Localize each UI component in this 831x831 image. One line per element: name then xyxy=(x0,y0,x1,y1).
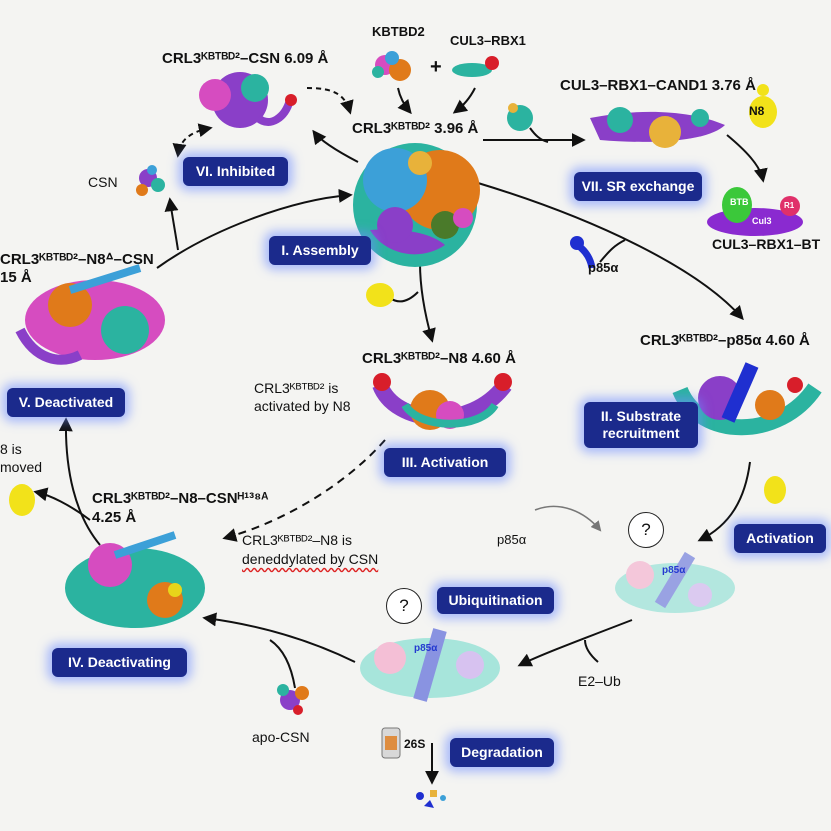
step-iii-activation: III. Activation xyxy=(384,448,506,477)
kbtbd2-structure xyxy=(372,51,411,81)
proteasome-structure xyxy=(381,727,401,759)
n8-removed-line2: moved xyxy=(0,459,43,475)
substrate-structure-title: CRL3ᴷᴮᵀᴮᴰ²–p85α 4.60 Å xyxy=(640,332,810,349)
arrow-assembly-to-activated xyxy=(419,262,436,343)
question-mark-substrate: ? xyxy=(628,512,664,548)
kbtbd2-label: KBTBD2 xyxy=(372,24,425,39)
cycle-arrows xyxy=(33,87,768,785)
n8-blob-activation-icon xyxy=(366,283,394,307)
arrow-e2-join xyxy=(584,639,599,663)
rbx1-tag: R1 xyxy=(784,201,795,210)
cul3-rbx1-structure xyxy=(452,56,499,77)
arrow-n8-release xyxy=(33,487,91,521)
deactivating-title-line2: 4.25 Å xyxy=(92,509,137,526)
cul3-rbx1-btb-cartoon xyxy=(707,187,803,236)
activated-note-line1: CRL3ᴷᴮᵀᴮᴰ² is xyxy=(254,380,339,396)
cul3-tag: Cul3 xyxy=(752,216,772,226)
arrow-kbtbd2-down xyxy=(397,87,412,115)
free-cul3-small xyxy=(507,103,533,131)
deneddylated-note-line1: CRL3ᴷᴮᵀᴮᴰ²–N8 is xyxy=(242,532,353,548)
cand1-complex xyxy=(590,107,725,148)
deactivated-title-line1: CRL3ᴷᴮᵀᴮᴰ²–N8ᐞ–CSN xyxy=(0,251,154,268)
arrow-dashed-activation xyxy=(222,439,386,542)
arrow-assembly-to-inhibited xyxy=(312,129,359,163)
e2-ub-label: E2–Ub xyxy=(578,673,621,689)
n8-blob-substrate-icon xyxy=(764,476,786,504)
csn-structure xyxy=(136,165,165,196)
p85a-tag-ub: p85α xyxy=(662,565,686,576)
degraded-peptides xyxy=(416,790,446,808)
arrow-cul3-down xyxy=(452,87,476,114)
p85a-free-structure xyxy=(570,236,596,269)
apo-csn-label: apo-CSN xyxy=(252,729,310,745)
arrow-ubiq-to-deactivating xyxy=(202,612,356,663)
arrow-n8-join xyxy=(389,291,419,303)
deactivated-title-line2: 15 Å xyxy=(0,269,32,286)
deactivating-complex xyxy=(65,531,205,628)
cul3-rbx1-label: CUL3–RBX1 xyxy=(450,33,526,48)
n8-removed-line1: 8 is xyxy=(0,441,22,457)
p85a-tag-ubiq: p85α xyxy=(414,643,438,654)
step-ii-line1: II. Substrate xyxy=(600,408,682,424)
arrow-deactivated-to-assembly xyxy=(156,188,353,269)
proteasome-label: 26S xyxy=(404,737,426,751)
step-vi-inhibited: VI. Inhibited xyxy=(183,157,288,186)
step-iv-deactivating: IV. Deactivating xyxy=(52,648,187,677)
arrow-substrate-to-ub xyxy=(697,461,751,542)
arrow-assembly-to-substrate xyxy=(477,182,744,321)
arrow-cand1-to-btb xyxy=(726,134,768,183)
inhibited-complex xyxy=(199,72,297,128)
arrow-deactivated-to-inhibited xyxy=(164,197,179,251)
ub-complex xyxy=(615,551,735,613)
question-mark-ubiquitination: ? xyxy=(386,588,422,624)
step-degradation: Degradation xyxy=(450,738,554,767)
deactivated-complex xyxy=(15,264,165,365)
activated-note-line2: activated by N8 xyxy=(254,398,351,414)
arrow-dashed-csn xyxy=(172,123,213,158)
activated-complex xyxy=(372,373,512,430)
plus-sign: + xyxy=(430,56,442,78)
btb-tag: BTB xyxy=(730,197,749,207)
arrow-csn-join xyxy=(269,639,296,689)
step-ubiquitination: Ubiquitination xyxy=(437,587,554,614)
assembly-structure-title: CRL3ᴷᴮᵀᴮᴰ² 3.96 Å xyxy=(352,120,479,137)
step-i-assembly: I. Assembly xyxy=(269,236,371,265)
step-vii-sr-exchange: VII. SR exchange xyxy=(574,172,702,201)
arrow-free-cul3 xyxy=(529,127,549,143)
inhibited-structure-title: CRL3ᴷᴮᵀᴮᴰ²–CSN 6.09 Å xyxy=(162,50,329,67)
apo-csn-structure xyxy=(277,684,309,715)
arrow-gray-p85a xyxy=(534,505,602,532)
arrow-dashed-top xyxy=(306,87,354,115)
cul3-rbx1-btb-label: CUL3–RBX1–BT xyxy=(712,236,821,252)
arrow-ub-to-ubiq xyxy=(517,619,633,667)
substrate-complex xyxy=(672,362,822,436)
step-ii-line2: recruitment xyxy=(602,425,680,441)
csn-label: CSN xyxy=(88,174,118,190)
deneddylated-note-line2: deneddylated by CSN xyxy=(242,551,379,567)
cand1-structure-title: CUL3–RBX1–CAND1 3.76 Å xyxy=(560,77,756,94)
assembly-complex xyxy=(353,143,480,267)
activated-structure-title: CRL3ᴷᴮᵀᴮᴰ²–N8 4.60 Å xyxy=(362,350,516,367)
arrow-deactivating-to-deactivated xyxy=(58,417,101,546)
ubiquitinated-complex xyxy=(360,628,500,702)
step-v-deactivated: V. Deactivated xyxy=(7,388,125,417)
arrow-free-p85 xyxy=(599,239,626,263)
p85a-mid-label: p85α xyxy=(497,532,527,547)
n8-blob-removed-icon xyxy=(9,484,35,516)
n8-label: N8 xyxy=(749,104,765,118)
step-ii-substrate-recruitment: II. Substrate recruitment xyxy=(584,402,698,448)
deactivating-title-line1: CRL3ᴷᴮᵀᴮᴰ²–N8–CSNᴴ¹³⁸ᴬ xyxy=(92,490,269,507)
n8-icon xyxy=(749,84,777,128)
step-activation: Activation xyxy=(734,524,826,553)
p85a-label: p85α xyxy=(588,260,619,275)
